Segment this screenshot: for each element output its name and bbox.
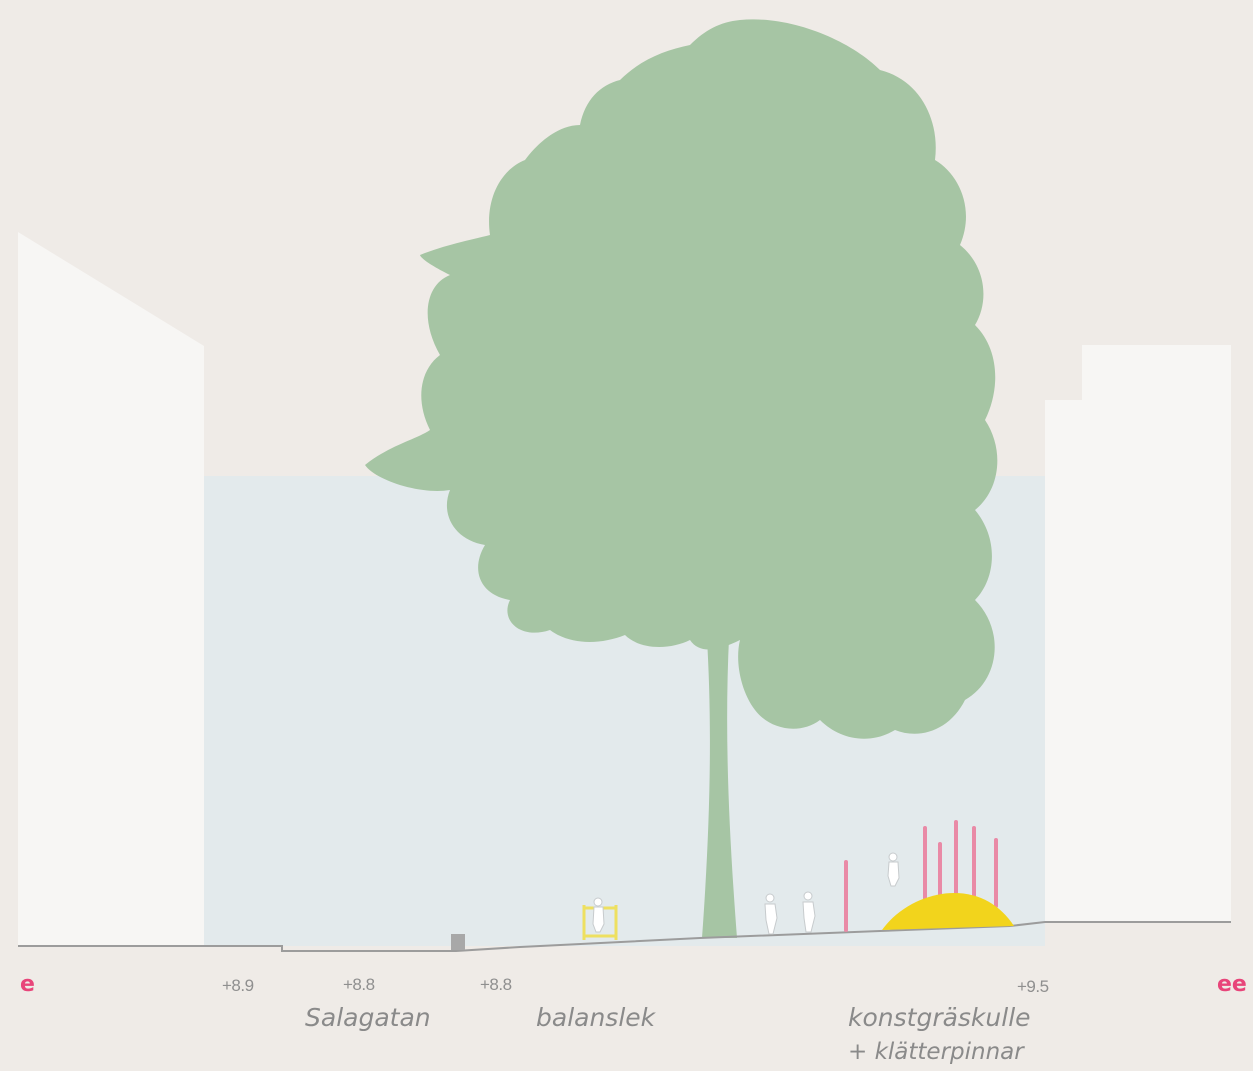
elevation-label: +9.5 (1017, 977, 1049, 996)
person-figure (764, 893, 778, 935)
hill-label: konstgräskulle (848, 1003, 1031, 1032)
elevation-label: +8.8 (480, 975, 512, 994)
tree-trunk (702, 610, 737, 938)
elevation-label: +8.8 (343, 975, 375, 994)
climbing-poles-label: + klätterpinnar (848, 1039, 1024, 1065)
climbing-poles (844, 820, 998, 932)
street-label: Salagatan (305, 1003, 431, 1032)
section-marker-start: e (20, 972, 35, 997)
grass-hill (882, 893, 1014, 930)
bench (451, 934, 465, 950)
balance-play-label: balanslek (536, 1003, 656, 1032)
people-figures (764, 852, 900, 935)
ground-line (18, 921, 1231, 952)
tree (365, 19, 998, 938)
child-figure (887, 852, 900, 887)
right-building (1045, 345, 1231, 922)
elevation-label: +8.9 (222, 976, 254, 995)
person-figure (802, 891, 816, 933)
tree-crown (365, 19, 998, 739)
left-building (18, 232, 204, 946)
section-marker-end: ee (1217, 972, 1247, 997)
child-figure (592, 897, 605, 933)
